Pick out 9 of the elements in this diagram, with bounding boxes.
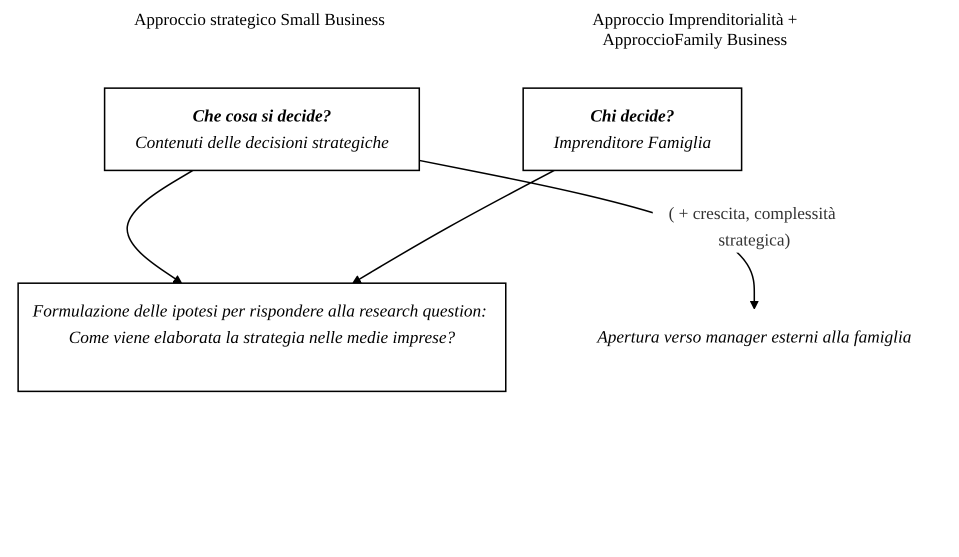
node-box: Formulazione delle ipotesi per rispondere alla research question: Come viene elaborata la strategia nelle medie imprese?	[16, 282, 506, 392]
node-box: Chi decide? Imprenditore Famiglia	[522, 87, 742, 172]
arrow	[352, 170, 554, 284]
arrow	[126, 170, 193, 284]
edge-label: ( + crescita, complessità strategica)	[668, 204, 836, 250]
approach-heading: Approccio strategico Small Business	[134, 10, 385, 31]
node-box: Che cosa si decide? Contenuti delle decisioni strategiche	[103, 87, 420, 172]
approach-heading: Approccio Imprenditorialità + ApproccioFamily Business	[591, 10, 798, 51]
node-text: Apertura verso manager esterni alla famiglia	[596, 327, 911, 347]
